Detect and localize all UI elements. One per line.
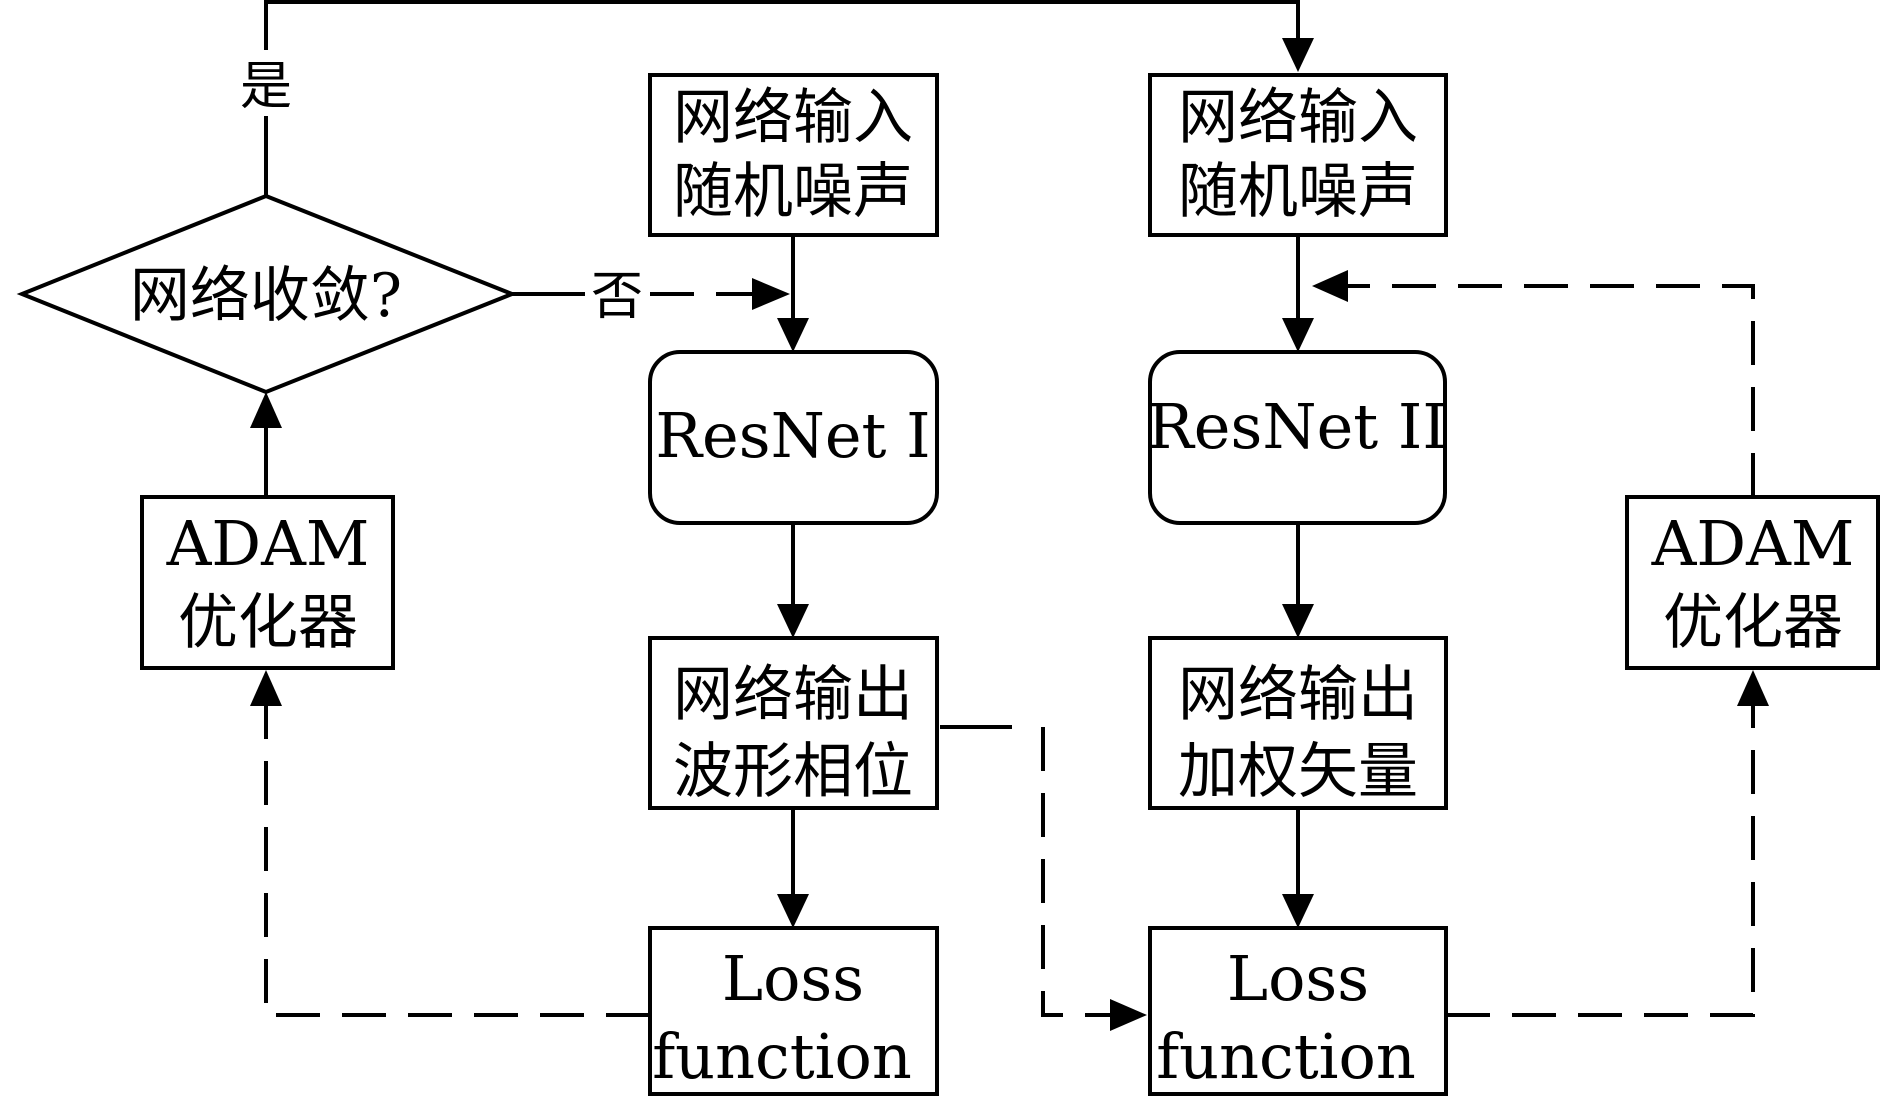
resnet1-to-output1-arrowhead <box>777 604 809 638</box>
network-input1-box <box>648 73 939 237</box>
network-input2-line2: 随机噪声 <box>1178 157 1418 227</box>
network-input2-box <box>1148 73 1448 237</box>
network-output2-box <box>1148 636 1448 810</box>
resnet2-to-output2-arrowhead <box>1282 604 1314 638</box>
output1-to-loss2-arrowhead <box>1110 999 1147 1031</box>
loss2-to-right-adam-arrowhead <box>1737 670 1769 706</box>
network-output1-line1: 网络输出 <box>673 660 913 730</box>
network-input2-line1: 网络输入 <box>1178 83 1418 153</box>
loss-function1-line1: Loss <box>722 942 864 1015</box>
loss2-to-right-adam-connector <box>1446 700 1755 1017</box>
network-output2-line2: 加权矢量 <box>1178 737 1418 807</box>
resnet2-box <box>1148 350 1447 525</box>
input1-to-resnet1-arrowhead <box>777 318 809 352</box>
left-adam-line1: ADAM <box>166 507 370 580</box>
right-adam-line1: ADAM <box>1651 507 1855 580</box>
resnet1-label: ResNet I <box>655 399 930 472</box>
output2-to-loss2-arrowhead <box>1282 894 1314 928</box>
loss-function2-box <box>1148 926 1448 1096</box>
loss-function2-line2: function <box>1156 1020 1416 1093</box>
loss1-to-left-adam-connector <box>264 700 650 1017</box>
left-adam-line2: 优化器 <box>178 588 358 658</box>
loss1-to-left-adam-arrowhead <box>250 670 282 706</box>
network-output1-box <box>648 636 939 810</box>
input2-to-resnet2-arrowhead <box>1282 318 1314 352</box>
loss-function2-line1: Loss <box>1227 942 1369 1015</box>
yes-label-bg <box>232 50 302 116</box>
resnet2-label: ResNet II <box>1147 390 1447 463</box>
no-arrowhead <box>752 278 790 310</box>
output1-to-loss1-arrowhead <box>777 894 809 928</box>
yes-arrowhead <box>1282 38 1314 72</box>
loss-function1-box <box>648 926 939 1096</box>
network-output2-line1: 网络输出 <box>1178 660 1418 730</box>
yes-label: 是 <box>240 57 292 117</box>
left-adam-to-decision-arrowhead <box>250 392 282 428</box>
right-adam-to-resnet2-connector <box>1340 284 1755 497</box>
network-input1-line1: 网络输入 <box>673 83 913 153</box>
decision-diamond <box>16 193 518 395</box>
decision-text: 网络收敛? <box>130 261 402 331</box>
output1-to-loss2-dashed <box>1041 727 1115 1017</box>
network-input1-line2: 随机噪声 <box>673 157 913 227</box>
right-adam-to-resnet2-arrowhead <box>1312 270 1348 302</box>
network-output1-line2: 波形相位 <box>673 737 913 807</box>
resnet1-box <box>648 350 939 525</box>
loss-function1-line2: function <box>652 1020 912 1093</box>
right-adam-line2: 优化器 <box>1663 588 1843 658</box>
no-label: 否 <box>591 267 643 327</box>
left-adam-optimizer-box <box>140 495 395 670</box>
right-adam-optimizer-box <box>1625 495 1880 670</box>
